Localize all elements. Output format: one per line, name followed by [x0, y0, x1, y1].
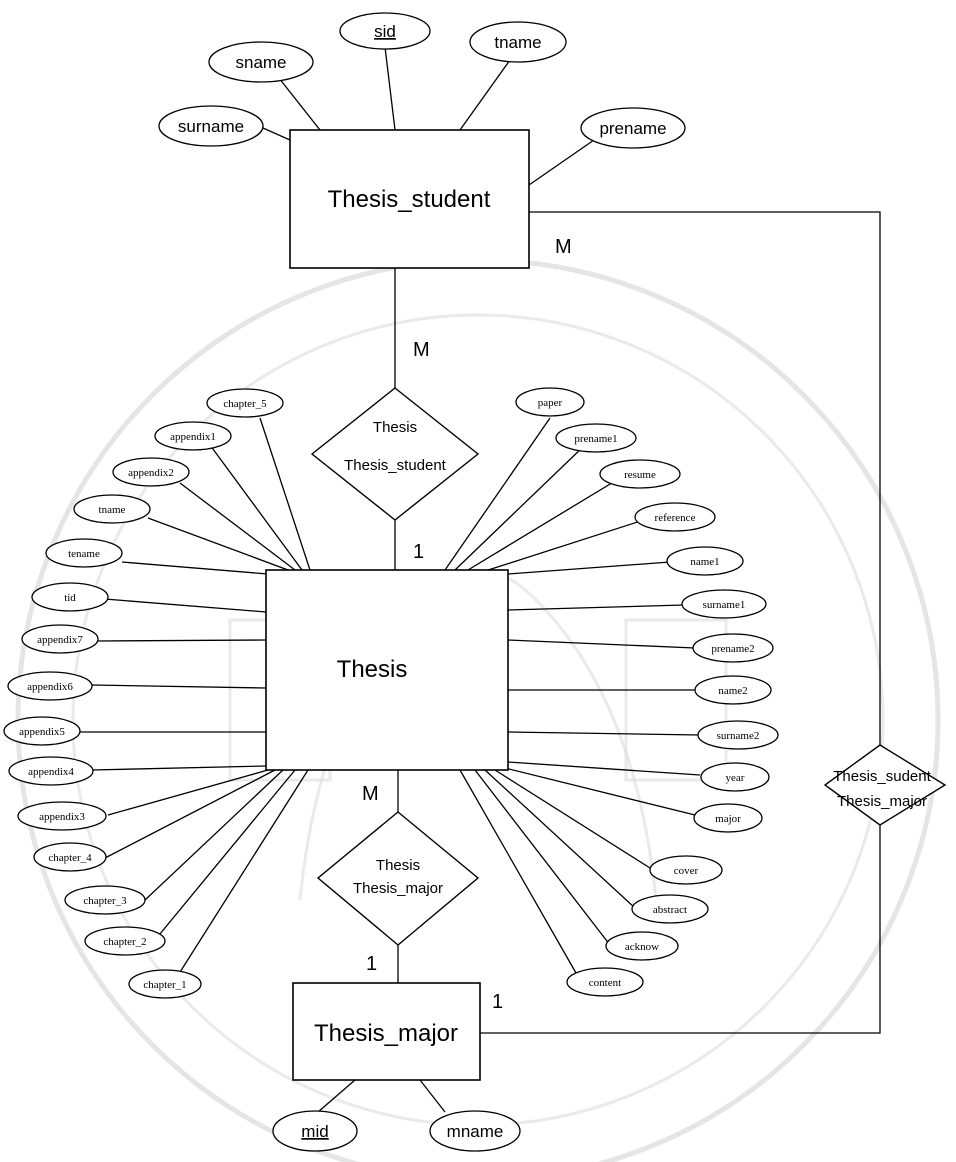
relationship-thesis-student-line2: Thesis_student — [344, 457, 447, 474]
attr-prename1-label: prename1 — [574, 433, 617, 445]
attr-chapter-3-label: chapter_3 — [83, 895, 127, 907]
attr-tname-label: tname — [99, 504, 126, 516]
attr-chapter-5: chapter_5 — [206, 388, 284, 418]
cardinality-major-right: 1 — [492, 991, 503, 1013]
attr-surname2: surname2 — [697, 720, 779, 750]
attr-prename: prename — [580, 107, 686, 149]
attr-appendix6-label: appendix6 — [27, 681, 73, 693]
attr-surname1: surname1 — [681, 589, 767, 619]
entity-thesis-major-label: Thesis_major — [314, 1020, 458, 1047]
relationship-student-major-line2: Thesis_major — [837, 793, 927, 810]
attr-acknow-label: acknow — [625, 941, 659, 953]
attr-major: major — [693, 803, 763, 833]
relationship-student-major-line1: Thesis_sudent — [833, 768, 931, 785]
attr-appendix3: appendix3 — [17, 801, 107, 831]
cardinality-student-to-thesis: M — [413, 339, 430, 361]
entity-thesis: Thesis — [265, 569, 509, 771]
attr-abstract: abstract — [631, 894, 709, 924]
thesis-right-attributes: paper prename1 resume reference name1 su… — [515, 387, 779, 997]
entity-thesis-major: Thesis_major — [292, 982, 481, 1081]
attr-sname-label: sname — [235, 53, 286, 72]
attr-mid-label: mid — [301, 1122, 328, 1141]
attr-mname-label: mname — [447, 1122, 504, 1141]
attr-chapter-1: chapter_1 — [128, 969, 202, 999]
attr-year-label: year — [726, 772, 745, 784]
attr-paper: paper — [515, 387, 585, 417]
cardinality-thesis-from-student: 1 — [413, 541, 424, 563]
attr-surname1-label: surname1 — [703, 599, 746, 611]
attr-tid: tid — [31, 582, 109, 612]
relationship-student-major: Thesis_sudent Thesis_major — [823, 744, 947, 826]
attr-appendix2-label: appendix2 — [128, 467, 174, 479]
attr-resume: resume — [599, 459, 681, 489]
attr-surname2-label: surname2 — [717, 730, 760, 742]
attr-name1: name1 — [666, 546, 744, 576]
attr-cover: cover — [649, 855, 723, 885]
attr-major-label: major — [715, 813, 741, 825]
attr-abstract-label: abstract — [653, 904, 687, 916]
attr-acknow: acknow — [605, 931, 679, 961]
attr-sid: sid — [339, 12, 431, 50]
attr-chapter-2: chapter_2 — [84, 926, 166, 956]
attr-name2: name2 — [694, 675, 772, 705]
entity-thesis-student-label: Thesis_student — [328, 186, 491, 213]
attr-appendix1: appendix1 — [154, 421, 232, 451]
attr-tid-label: tid — [64, 592, 76, 604]
entity-thesis-student: Thesis_student — [289, 129, 530, 269]
attr-appendix4-label: appendix4 — [28, 766, 74, 778]
attr-tename: tename — [45, 538, 123, 568]
attr-prename1: prename1 — [555, 423, 637, 453]
attr-appendix4: appendix4 — [8, 756, 94, 786]
entity-thesis-label: Thesis — [337, 656, 408, 683]
attr-chapter-3: chapter_3 — [64, 885, 146, 915]
attr-appendix7: appendix7 — [21, 624, 99, 654]
attr-mid: mid — [272, 1110, 358, 1152]
attr-name2-label: name2 — [718, 685, 747, 697]
attr-reference: reference — [634, 502, 716, 532]
connector-lines — [80, 46, 881, 1113]
relationship-thesis-major-line1: Thesis — [376, 857, 420, 874]
relationship-thesis-student: Thesis Thesis_student — [310, 387, 480, 521]
attr-prename-label: prename — [599, 119, 666, 138]
attr-content: content — [566, 967, 644, 997]
attr-sid-label: sid — [374, 22, 396, 41]
attr-appendix7-label: appendix7 — [37, 634, 83, 646]
attr-chapter-4: chapter_4 — [33, 842, 107, 872]
attr-mname: mname — [429, 1110, 521, 1152]
attr-tname-student-label: tname — [494, 33, 541, 52]
attr-prename2: prename2 — [692, 633, 774, 663]
attr-surname-label: surname — [178, 117, 244, 136]
attr-appendix5: appendix5 — [3, 716, 81, 746]
attr-surname: surname — [158, 105, 264, 147]
attr-appendix2: appendix2 — [112, 457, 190, 487]
cardinality-major-from-thesis: 1 — [366, 953, 377, 975]
attr-chapter-1-label: chapter_1 — [143, 979, 186, 991]
attr-chapter-2-label: chapter_2 — [103, 936, 146, 948]
attr-chapter-4-label: chapter_4 — [48, 852, 92, 864]
attr-resume-label: resume — [624, 469, 656, 481]
attr-year: year — [700, 762, 770, 792]
cardinality-thesis-to-major: M — [362, 783, 379, 805]
relationship-thesis-major: Thesis Thesis_major — [316, 811, 480, 946]
attr-prename2-label: prename2 — [711, 643, 754, 655]
attr-tename-label: tename — [68, 548, 100, 560]
attr-tname: tname — [73, 494, 151, 524]
attr-content-label: content — [589, 977, 621, 989]
attr-appendix6: appendix6 — [7, 671, 93, 701]
attr-appendix5-label: appendix5 — [19, 726, 65, 738]
attr-reference-label: reference — [655, 512, 696, 524]
attr-sname: sname — [208, 41, 314, 83]
attr-chapter-5-label: chapter_5 — [223, 398, 267, 410]
thesis-left-attributes: chapter_5 appendix1 appendix2 tname tena… — [3, 388, 284, 999]
attr-appendix3-label: appendix3 — [39, 811, 85, 823]
relationship-thesis-student-line1: Thesis — [373, 419, 417, 436]
attr-cover-label: cover — [674, 865, 699, 877]
relationship-thesis-major-line2: Thesis_major — [353, 880, 443, 897]
cardinality-student-right: M — [555, 236, 572, 258]
attr-appendix1-label: appendix1 — [170, 431, 216, 443]
attr-paper-label: paper — [538, 397, 563, 409]
attr-tname-student: tname — [469, 21, 567, 63]
attr-name1-label: name1 — [690, 556, 719, 568]
